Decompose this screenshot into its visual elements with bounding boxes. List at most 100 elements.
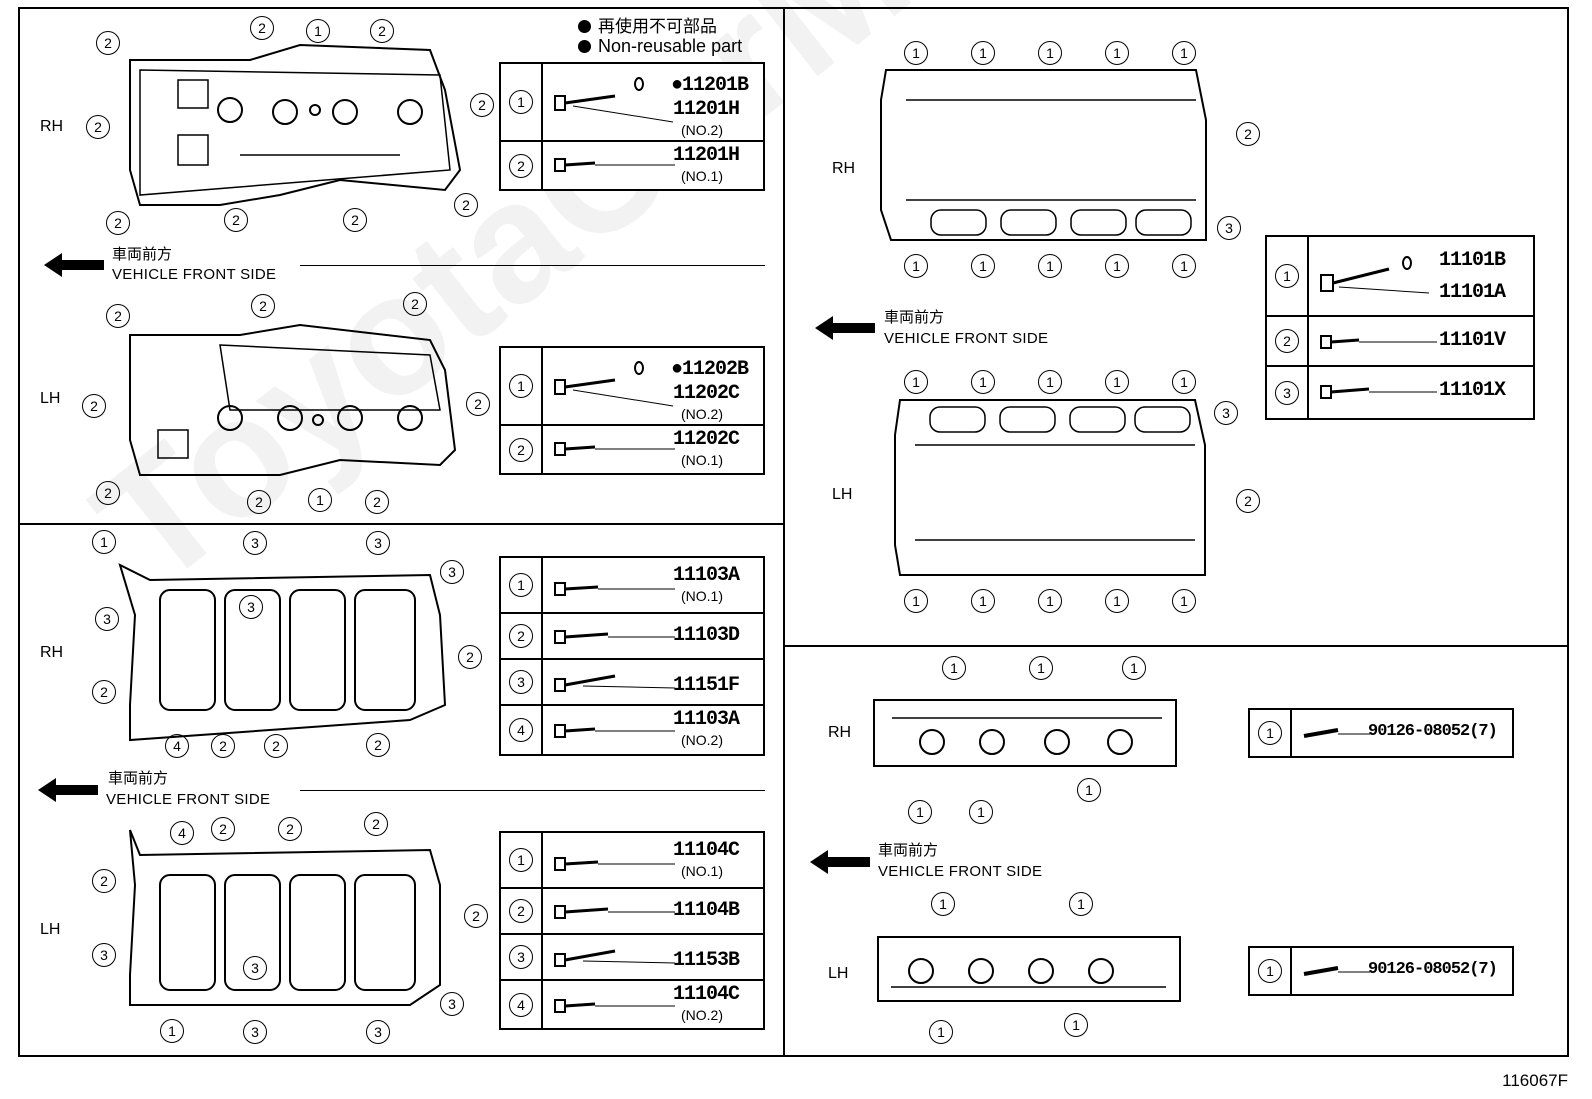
bolt-num-cell: 1: [501, 348, 543, 424]
callout-3: 3: [243, 956, 267, 980]
callout-1: 1: [1172, 370, 1196, 394]
bolt-table-cam-lh: 1 ●11202B 11202C (NO.2) 2 11202C (NO.1): [499, 346, 765, 475]
stud-table-lh: 1 90126-08052(7): [1248, 946, 1514, 996]
bolt-num-cell: 4: [501, 981, 543, 1028]
callout-1: 1: [1069, 892, 1093, 916]
callout-1: 1: [971, 589, 995, 613]
short-bolt-icon: [1320, 335, 1437, 349]
direction-en: VEHICLE FRONT SIDE: [106, 791, 271, 808]
callout-1: 1: [1258, 721, 1282, 745]
callout-4: 4: [165, 734, 189, 758]
callout-3: 3: [95, 607, 119, 631]
callout-1: 1: [1275, 264, 1299, 288]
callout-2: 2: [1275, 329, 1299, 353]
bolt-row: 1 11103A (NO.1): [501, 558, 763, 614]
part-sub: (NO.1): [681, 863, 723, 879]
bolt-row: 1 ●11201B 11201H (NO.2): [501, 64, 763, 142]
callout-1: 1: [1122, 656, 1146, 680]
washer-icon: [634, 77, 644, 91]
direction-line: [300, 790, 765, 791]
part-number: 11202C: [673, 428, 740, 451]
callout-3: 3: [366, 1020, 390, 1044]
part-number: 11104C: [673, 983, 740, 1006]
short-bolt-icon: [554, 582, 675, 596]
callout-4: 4: [170, 821, 194, 845]
part-number: 11103D: [673, 624, 740, 647]
callout-2: 2: [458, 645, 482, 669]
direction-line: [300, 265, 765, 266]
callout-2: 2: [466, 392, 490, 416]
bolt-row: 2 11103D: [501, 614, 763, 660]
side-label-lh: LH: [40, 921, 61, 938]
callout-2: 2: [470, 93, 494, 117]
callout-3: 3: [243, 531, 267, 555]
bolt-num-cell: 1: [1250, 710, 1292, 756]
short-bolt-icon: [554, 158, 675, 172]
callout-1: 1: [308, 488, 332, 512]
bolt-num-cell: 1: [501, 833, 543, 887]
divider-left: [18, 523, 784, 525]
bolt-num-cell: 3: [501, 935, 543, 979]
bolt-num-cell: 2: [501, 426, 543, 473]
part-sub: (NO.1): [681, 452, 723, 468]
stud-table-rh: 1 90126-08052(7): [1248, 708, 1514, 758]
direction-en: VEHICLE FRONT SIDE: [878, 863, 1043, 880]
callout-2: 2: [509, 899, 533, 923]
bolt-table-lower-lh: 1 11104C (NO.1) 2 11104B 3 11153B 4 1110…: [499, 831, 765, 1030]
callout-2: 2: [403, 292, 427, 316]
callout-1: 1: [942, 656, 966, 680]
callout-2: 2: [106, 304, 130, 328]
bolt-table-cam-rh: 1 ●11201B 11201H (NO.2) 2 11201H (NO.1): [499, 62, 765, 191]
part-sub: (NO.1): [681, 588, 723, 604]
callout-1: 1: [1105, 41, 1129, 65]
bolt-table-head: 1 11101B 11101A 2 11101V 3 11101X: [1265, 235, 1535, 420]
bolt-num-cell: 2: [1267, 317, 1309, 365]
bolt-num-cell: 1: [1250, 948, 1292, 994]
callout-1: 1: [160, 1019, 184, 1043]
callout-1: 1: [1038, 41, 1062, 65]
bolt-row: 2 11104B: [501, 889, 763, 935]
part-number: 11103A: [673, 708, 740, 731]
cam-housing-lh-drawing: [129, 323, 457, 476]
bolt-row: 2 11202C (NO.1): [501, 426, 763, 473]
figure-id: 116067F: [1502, 1071, 1568, 1090]
bolt-num-cell: 2: [501, 142, 543, 189]
part-sub: (NO.1): [681, 168, 723, 184]
stud-bolt-icon: [1303, 966, 1370, 976]
side-label-lh: LH: [828, 965, 849, 982]
bolt-num-cell: 2: [501, 889, 543, 933]
bolt-row: 4 11104C (NO.2): [501, 981, 763, 1028]
callout-2: 2: [365, 490, 389, 514]
bolt-row: 3 11153B: [501, 935, 763, 981]
manifold-lh-drawing: [877, 936, 1181, 1002]
callout-1: 1: [509, 90, 533, 114]
callout-3: 3: [509, 945, 533, 969]
short-bolt-icon: [554, 999, 675, 1013]
part-number: 11153B: [673, 949, 740, 972]
short-bolt-icon: [554, 857, 675, 871]
callout-1: 1: [1105, 370, 1129, 394]
front-arrow-icon: [810, 850, 870, 874]
callout-2: 2: [96, 31, 120, 55]
direction-en: VEHICLE FRONT SIDE: [884, 330, 1049, 347]
direction-jp: 車両前方: [112, 245, 173, 263]
callout-2: 2: [464, 904, 488, 928]
callout-4: 4: [509, 718, 533, 742]
callout-2: 2: [1236, 122, 1260, 146]
callout-2: 2: [96, 481, 120, 505]
part-number: 11101X: [1439, 379, 1506, 402]
callout-3: 3: [239, 595, 263, 619]
callout-2: 2: [343, 208, 367, 232]
front-arrow-icon: [815, 316, 875, 340]
callout-1: 1: [904, 254, 928, 278]
callout-2: 2: [92, 680, 116, 704]
callout-1: 1: [1029, 656, 1053, 680]
callout-3: 3: [243, 1020, 267, 1044]
callout-3: 3: [92, 943, 116, 967]
bolt-row: 4 11103A (NO.2): [501, 706, 763, 754]
long-bolt-icon: [554, 94, 674, 123]
callout-1: 1: [306, 19, 330, 43]
callout-2: 2: [250, 16, 274, 40]
callout-2: 2: [92, 869, 116, 893]
callout-1: 1: [1172, 41, 1196, 65]
